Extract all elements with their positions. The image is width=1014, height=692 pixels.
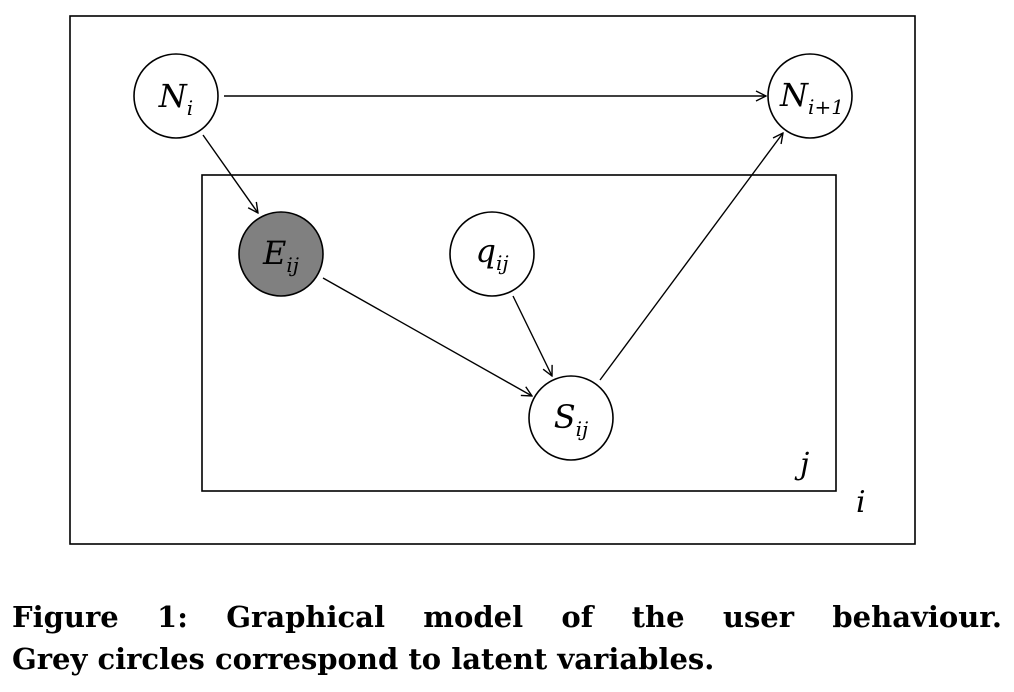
node-subscript: i+1 bbox=[808, 95, 844, 119]
node-q-ij: qij bbox=[449, 211, 535, 297]
node-N-i-plus-1: Ni+1 bbox=[767, 53, 853, 139]
edge-qij-to-Sij bbox=[512, 295, 552, 376]
node-main-label: S bbox=[554, 398, 576, 436]
node-N-i: Ni bbox=[133, 53, 219, 139]
node-circle bbox=[133, 53, 219, 139]
svg-text:Sij: Sij bbox=[554, 398, 589, 441]
edge-Ni-to-Eij bbox=[202, 134, 258, 213]
plate-label-i: i bbox=[856, 485, 866, 520]
node-main-label: N bbox=[158, 77, 188, 115]
node-main-label: q bbox=[475, 232, 495, 270]
node-subscript: ij bbox=[286, 253, 299, 277]
edge-Sij-to-Ni1 bbox=[599, 133, 783, 381]
figure-caption: Figure 1: Graphical model of the user be… bbox=[12, 596, 1002, 680]
node-circle bbox=[449, 211, 535, 297]
node-main-label: E bbox=[262, 234, 286, 272]
node-circle bbox=[767, 53, 853, 139]
node-main-label: N bbox=[779, 76, 809, 114]
svg-text:Ni+1: Ni+1 bbox=[779, 76, 844, 119]
graphical-model-diagram: j i Ni Ni+1 Eij qij Sij bbox=[69, 15, 916, 545]
plate-label-j: j bbox=[794, 447, 809, 482]
svg-text:qij: qij bbox=[475, 232, 508, 275]
node-circle bbox=[528, 375, 614, 461]
node-S-ij: Sij bbox=[528, 375, 614, 461]
caption-line-1: Figure 1: Graphical model of the user be… bbox=[12, 600, 1002, 634]
node-E-ij-latent: Eij bbox=[238, 211, 324, 297]
edges bbox=[202, 96, 783, 396]
svg-text:Ni: Ni bbox=[158, 77, 193, 120]
plate-inner-j bbox=[201, 174, 837, 492]
node-subscript: i bbox=[187, 96, 193, 120]
node-subscript: ij bbox=[576, 417, 589, 441]
node-circle-latent bbox=[238, 211, 324, 297]
caption-line-2: Grey circles correspond to latent variab… bbox=[12, 642, 715, 676]
edge-Eij-to-Sij bbox=[322, 277, 532, 396]
node-subscript: ij bbox=[496, 251, 509, 275]
svg-text:Eij: Eij bbox=[262, 234, 299, 277]
plate-outer-i bbox=[69, 15, 916, 545]
